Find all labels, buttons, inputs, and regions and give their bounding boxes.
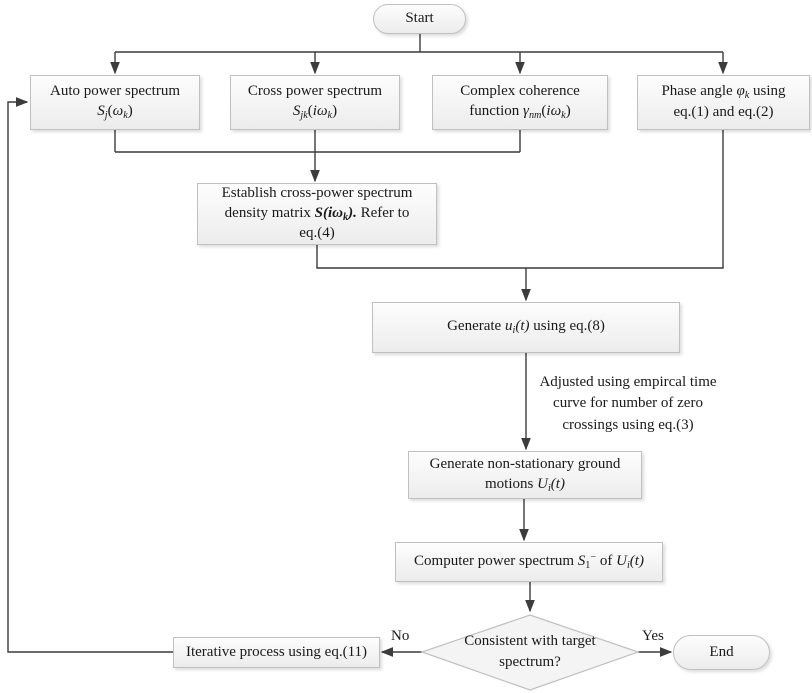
connector-feedback-loop (7, 97, 173, 653)
decision-diamond-shape (420, 614, 640, 691)
node-generate-ui: Generate ui(t) using eq.(8) (372, 302, 680, 353)
connector-merge-line (316, 130, 724, 269)
edge-label-no: No (391, 628, 410, 644)
node-iterative-process: Iterative process using eq.(11) (173, 637, 380, 668)
node-compute-power-spectrum: Computer power spectrum S1− of Ui(t) (395, 542, 663, 582)
node-end: End (673, 635, 770, 670)
node-start: Start (373, 4, 466, 34)
edge-label-yes: Yes (642, 628, 664, 644)
